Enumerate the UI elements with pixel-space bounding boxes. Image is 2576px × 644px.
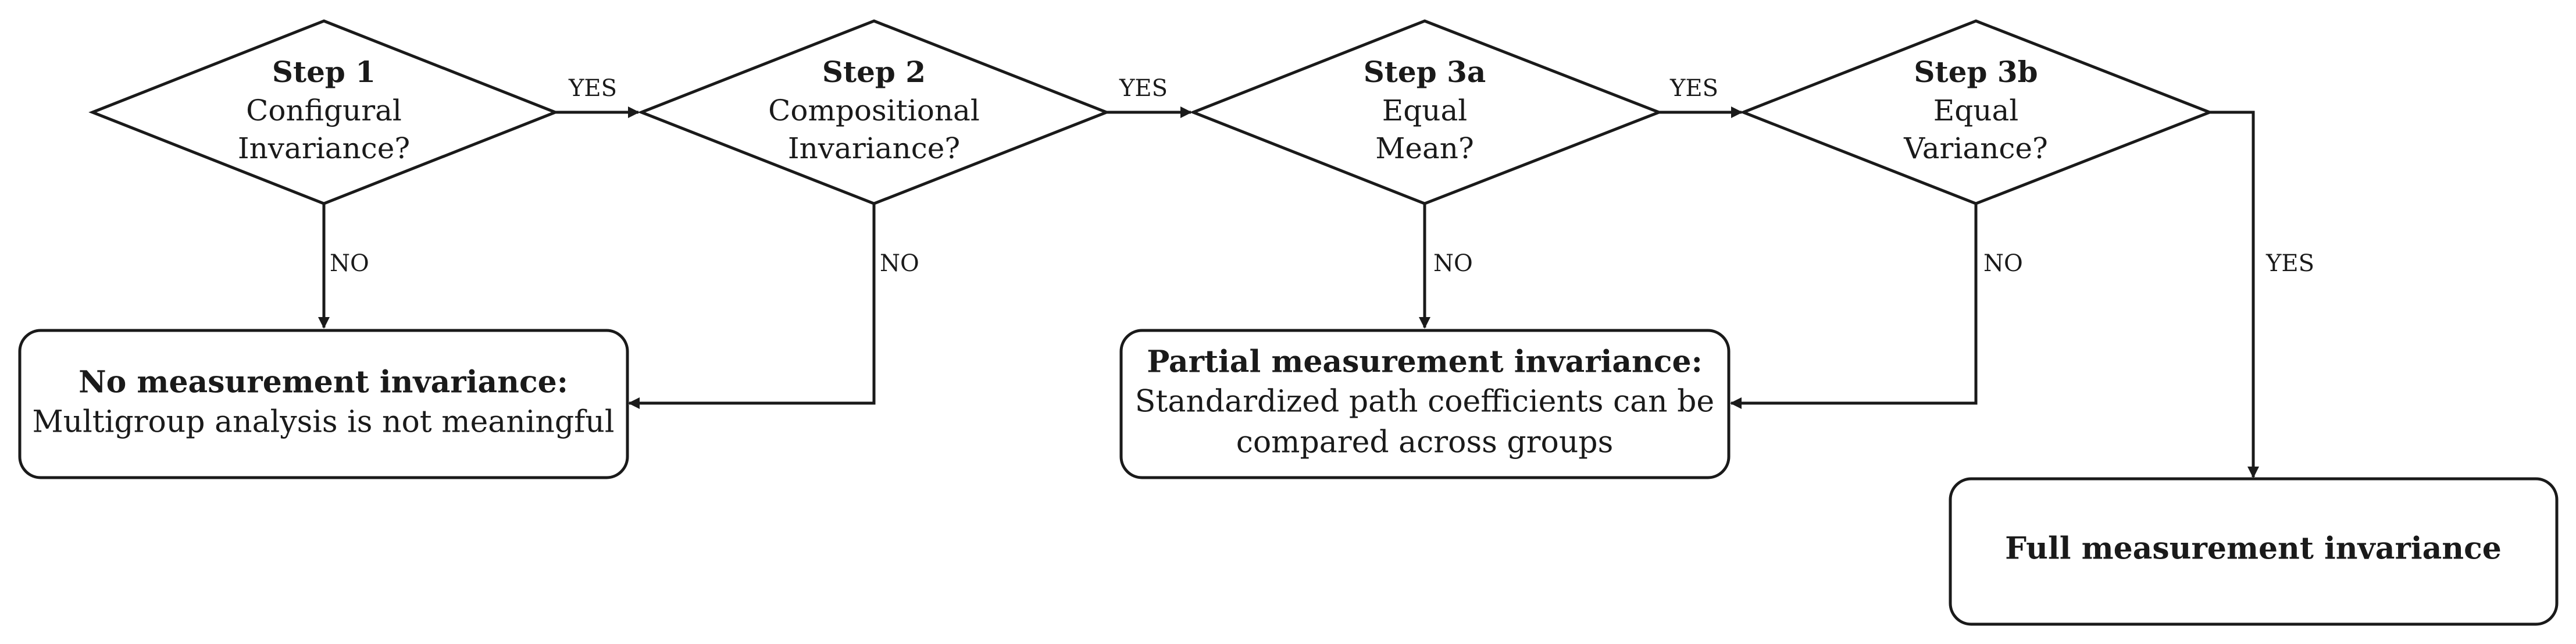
yes-label-step2: YES — [1119, 75, 1168, 102]
outcome-partial-invariance: Partial measurement invariance: Standard… — [1119, 329, 1731, 479]
edge-step3b-to-partial — [1730, 204, 1978, 409]
no-label-step2: NO — [880, 250, 919, 277]
outcome-full-invariance: Full measurement invariance — [1949, 477, 2559, 626]
step-line2: Invariance? — [788, 131, 960, 165]
decision-step3a: Step 3a Equal Mean? — [1189, 19, 1663, 205]
decision-diamond — [637, 19, 1111, 205]
outcome-title: Full measurement invariance — [2005, 531, 2502, 567]
decision-step2: Step 2 Compositional Invariance? — [637, 19, 1111, 205]
decision-diamond — [1189, 19, 1663, 205]
step-line1: Compositional — [768, 94, 980, 127]
outcome-title: Partial measurement invariance: — [1147, 344, 1703, 380]
edge-step2-to-none — [628, 204, 876, 409]
outcome-box — [1949, 477, 2559, 626]
decision-diamond — [88, 19, 559, 205]
step-line1: Equal — [1933, 94, 2019, 127]
step-line1: Equal — [1382, 94, 1468, 127]
outcome-line1: Standardized path coefficients can be — [1135, 385, 1714, 419]
step-title: Step 1 — [272, 55, 376, 89]
edge-step3b-to-full — [2210, 111, 2259, 478]
edges — [318, 106, 2259, 478]
step-title: Step 2 — [822, 55, 926, 89]
step-title: Step 3a — [1364, 55, 1486, 89]
outcome-box — [1119, 329, 1731, 479]
step-line2: Invariance? — [238, 131, 410, 165]
yes-label-step3b: YES — [2265, 250, 2314, 277]
no-label-step1: NO — [330, 250, 369, 277]
outcome-line1: Multigroup analysis is not meaningful — [32, 405, 614, 440]
outcome-line2: compared across groups — [1236, 425, 1614, 460]
no-label-step3a: NO — [1433, 250, 1473, 277]
decision-diamond — [1739, 19, 2214, 205]
step-line1: Configural — [246, 94, 402, 127]
edge-labels: YES YES YES YES NO NO NO NO — [330, 75, 2314, 277]
decision-step3b: Step 3b Equal Variance? — [1739, 19, 2214, 205]
outcome-no-invariance: No measurement invariance: Multigroup an… — [18, 329, 629, 479]
yes-label-step1: YES — [568, 75, 617, 102]
step-line2: Variance? — [1903, 131, 2048, 165]
no-label-step3b: NO — [1983, 250, 2023, 277]
outcome-title: No measurement invariance: — [79, 365, 568, 400]
step-title: Step 3b — [1914, 55, 2038, 89]
yes-label-step3a: YES — [1669, 75, 1718, 102]
outcome-box — [18, 329, 629, 479]
step-line2: Mean? — [1375, 131, 1474, 165]
decision-step1: Step 1 Configural Invariance? — [88, 19, 559, 205]
